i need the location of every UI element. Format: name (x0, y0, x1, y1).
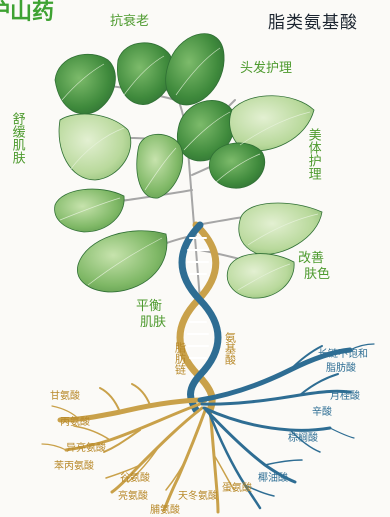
leaf-left-mid (55, 189, 125, 232)
leaf-top-right (166, 34, 224, 105)
root (42, 444, 66, 450)
root-label-isoleucine: 异亮氨酸 (66, 444, 106, 455)
root-label-long-chain-2: 脂肪酸 (326, 364, 356, 375)
label-hair-care: 头发护理 (240, 62, 292, 76)
root-label-palmitic-acid: 棕榈酸 (288, 434, 318, 445)
root-label-phenylalanine: 苯丙氨酸 (54, 462, 94, 473)
root-label-leucine: 亮氨酸 (118, 492, 148, 503)
root-label-aspartic-acid: 天冬氨酸 (178, 492, 218, 503)
root-label-glutamic-acid: 谷氨酸 (120, 474, 150, 485)
leaf-left-large (59, 114, 131, 180)
root (265, 460, 302, 465)
label-body-care: 美体护理 (306, 128, 320, 180)
leaf-top-left (55, 54, 115, 114)
root-label-proline: 脯氨酸 (150, 506, 180, 517)
label-soothing-skin: 舒缓肌肤 (10, 112, 24, 164)
root-label-methionine: 蛋氨酸 (222, 484, 252, 495)
root-label-coconut-acid: 椰油酸 (258, 474, 288, 485)
label-anti-aging: 抗衰老 (110, 15, 149, 29)
root-label-alanine: 丙氨酸 (60, 418, 90, 429)
leaf-center (137, 134, 183, 198)
label-improve-skin-tone-1: 改善 (298, 252, 324, 266)
leaf-right-light (230, 96, 314, 151)
root (206, 410, 295, 482)
root (132, 384, 150, 405)
root-label-lauric-acid: 月桂酸 (330, 392, 360, 403)
root (166, 455, 188, 490)
label-improve-skin-tone-2: 肤色 (304, 268, 330, 282)
leaf-right-low (227, 254, 294, 299)
label-fatty-chain: 脂肪链 (174, 342, 186, 375)
double-helix (180, 225, 218, 410)
root (330, 428, 354, 438)
leaf-top-center (117, 43, 173, 105)
root-label-glycine: 甘氨酸 (50, 392, 80, 403)
root-label-caprylic-acid: 辛酸 (312, 408, 332, 419)
label-amino-acid: 氨基酸 (224, 332, 236, 365)
corner-title: 护山药 (0, 0, 54, 26)
main-title: 脂类氨基酸 (268, 8, 358, 33)
label-balance-skin-2: 肌肤 (140, 316, 166, 330)
leaf-mid-right-small (209, 143, 264, 188)
leaf-right-mid (239, 203, 322, 255)
root-label-long-chain-1: 长链不饱和 (318, 350, 368, 361)
root (100, 388, 120, 412)
label-balance-skin-1: 平衡 (136, 300, 162, 314)
